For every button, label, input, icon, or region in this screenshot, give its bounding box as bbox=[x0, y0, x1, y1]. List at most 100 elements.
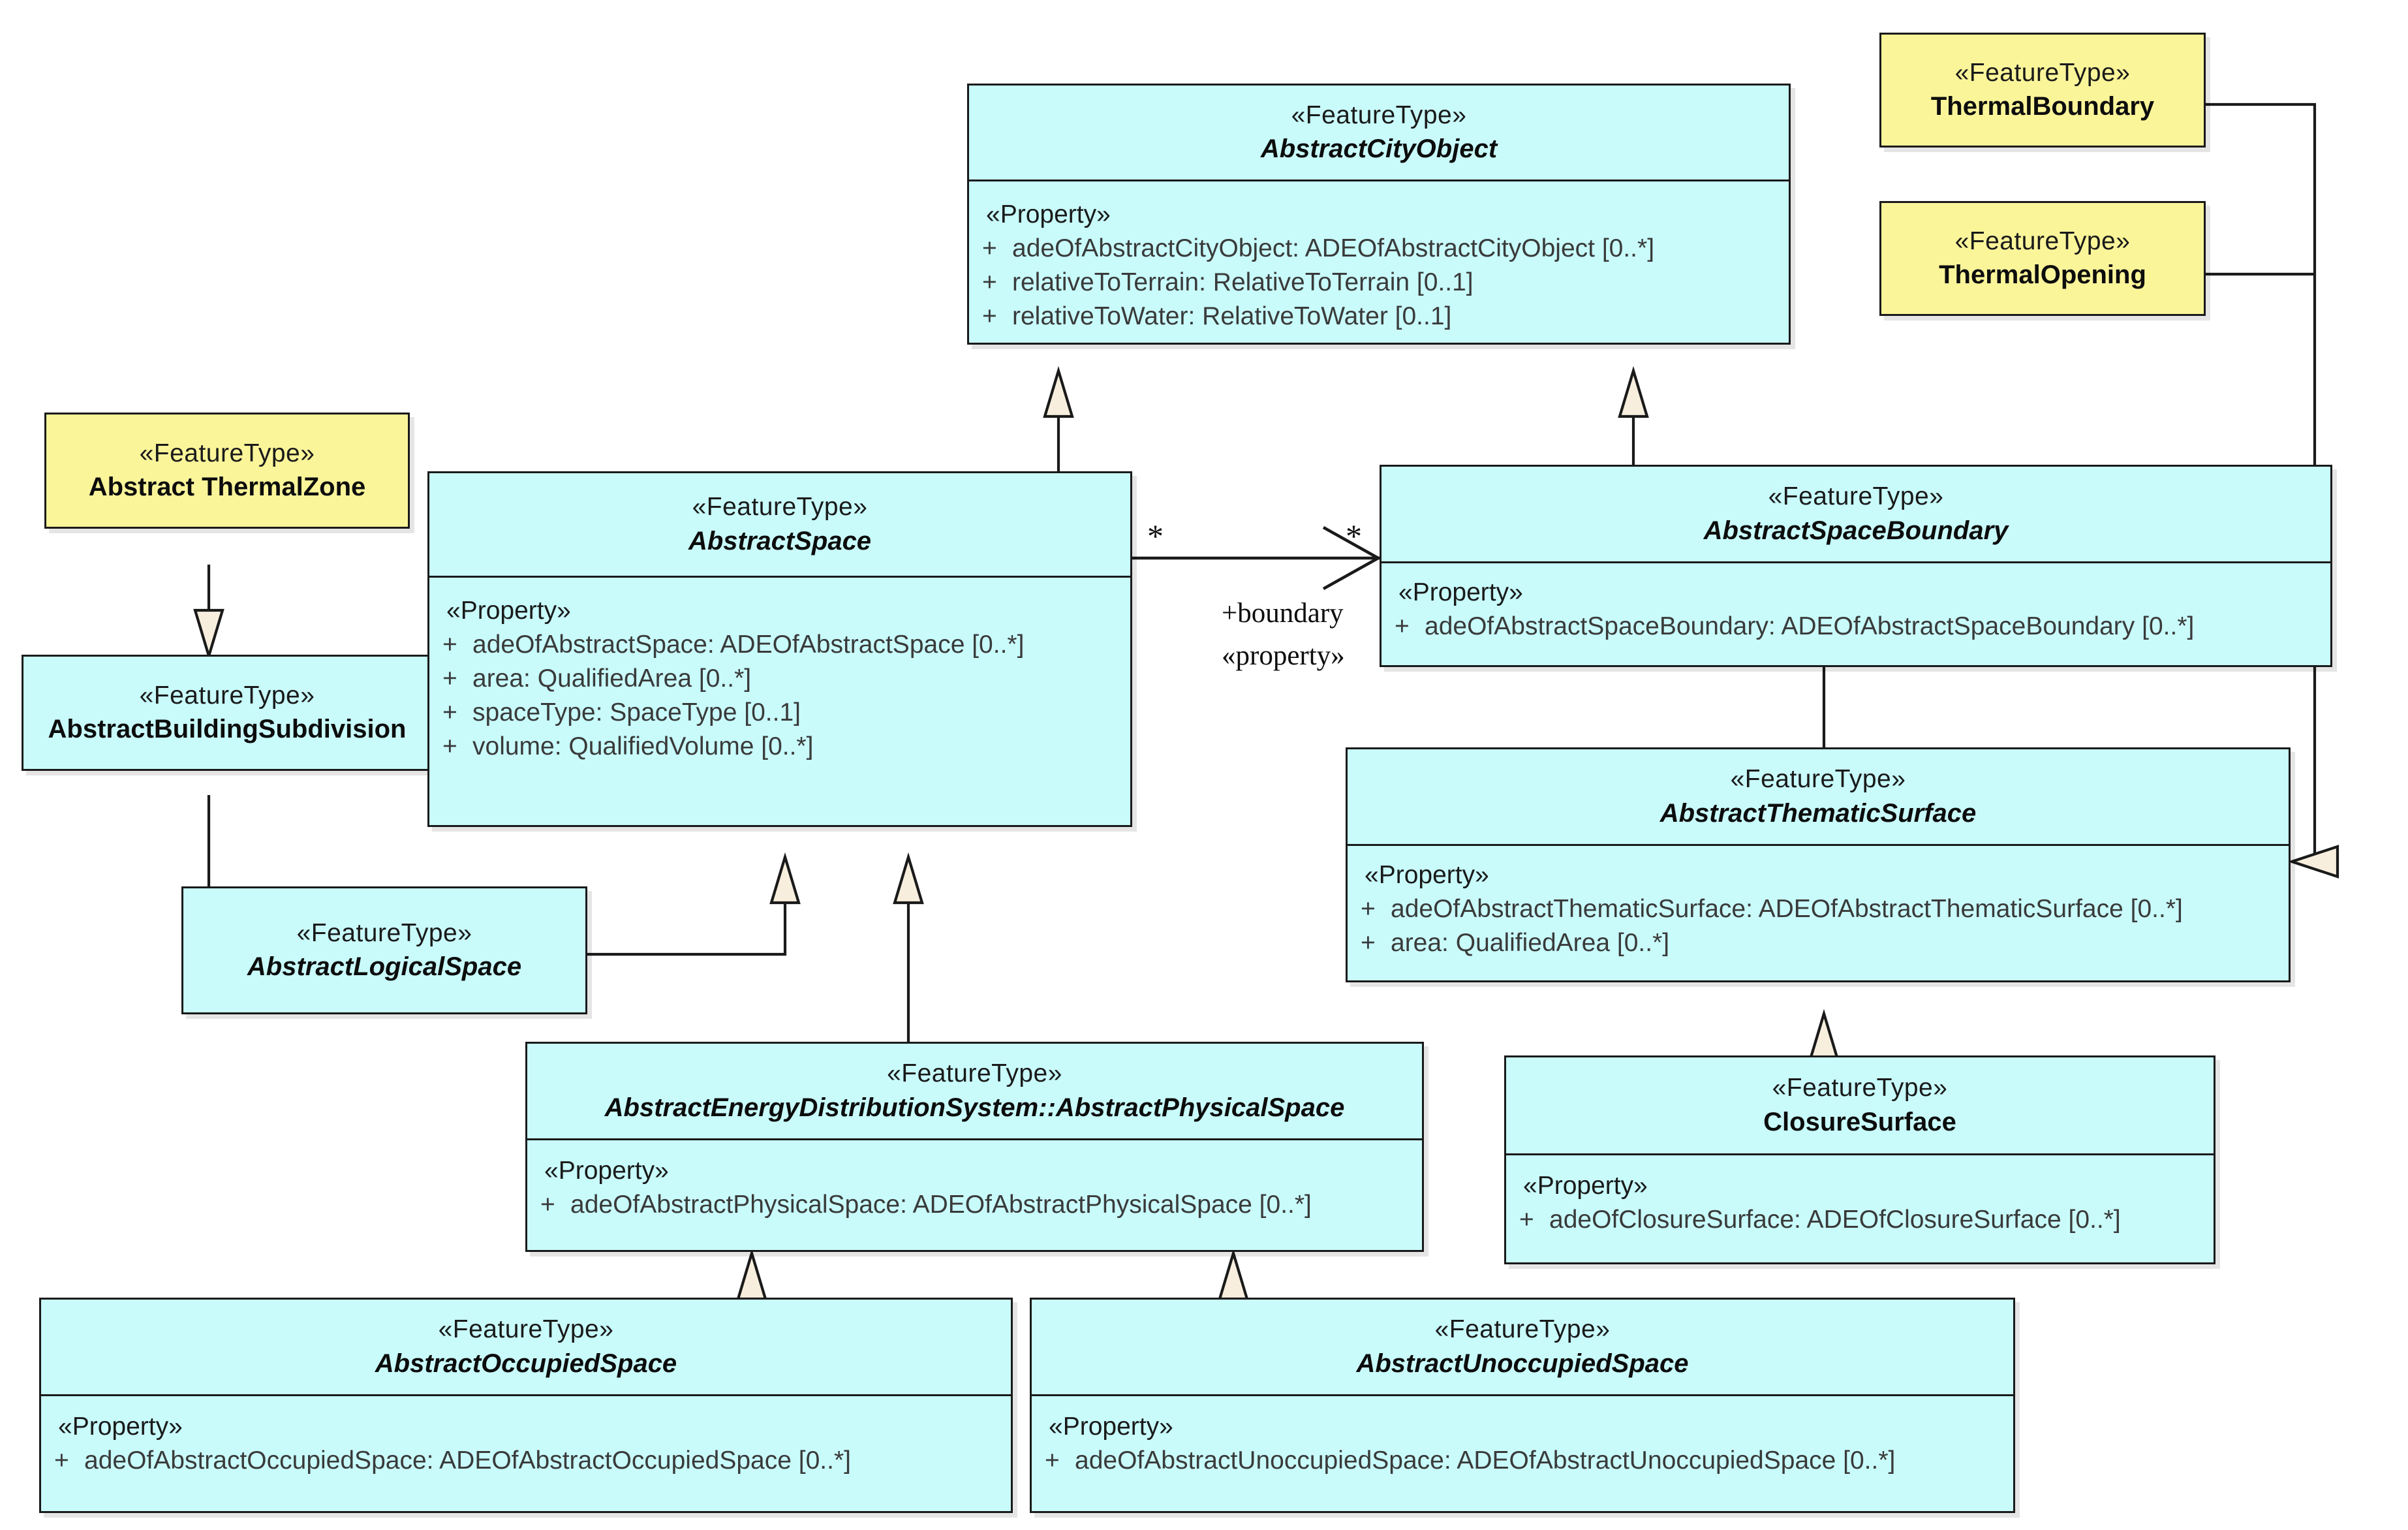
class-header: «FeatureType» AbstractThematicSurface bbox=[1348, 749, 2289, 846]
attribute-visibility: + bbox=[540, 1190, 555, 1219]
gen-arrowhead-logicalspace-space bbox=[769, 852, 801, 905]
stereotype-label: «FeatureType» bbox=[1772, 1074, 1948, 1102]
property-stereotype-label: «Property» bbox=[1049, 1413, 1173, 1441]
attribute-visibility: + bbox=[1395, 612, 1410, 640]
property-stereotype-label: «Property» bbox=[986, 200, 1111, 228]
attribute-signature: adeOfAbstractPhysicalSpace: ADEOfAbstrac… bbox=[570, 1190, 1312, 1219]
association-source-multiplicity: * bbox=[1147, 518, 1164, 554]
attribute-visibility: + bbox=[982, 234, 997, 262]
stereotype-label: «FeatureType» bbox=[1954, 58, 2131, 87]
attribute-row: + volume: QualifiedVolume [0..*] bbox=[429, 730, 1130, 764]
class-header: «FeatureType» AbstractOccupiedSpace bbox=[41, 1300, 1011, 1396]
class-abstract-physical-space[interactable]: «FeatureType» AbstractEnergyDistribution… bbox=[525, 1042, 1424, 1252]
class-header: «FeatureType» AbstractSpaceBoundary bbox=[1382, 467, 2330, 563]
class-header: «FeatureType» ClosureSurface bbox=[1506, 1057, 2214, 1155]
attribute-signature: relativeToTerrain: RelativeToTerrain [0.… bbox=[1012, 268, 1474, 296]
class-thermal-opening[interactable]: «FeatureType» ThermalOpening bbox=[1879, 201, 2206, 316]
property-stereotype-label: «Property» bbox=[544, 1157, 669, 1185]
class-properties-compartment: «Property» + adeOfAbstractSpaceBoundary:… bbox=[1382, 563, 2330, 665]
attribute-visibility: + bbox=[1361, 928, 1376, 957]
attribute-visibility: + bbox=[1361, 894, 1376, 923]
attribute-signature: adeOfAbstractSpaceBoundary: ADEOfAbstrac… bbox=[1425, 612, 2195, 640]
attribute-visibility: + bbox=[442, 630, 457, 659]
class-name: AbstractEnergyDistributionSystem::Abstra… bbox=[604, 1093, 1345, 1122]
attribute-visibility: + bbox=[54, 1446, 69, 1475]
attribute-signature: adeOfAbstractOccupiedSpace: ADEOfAbstrac… bbox=[84, 1446, 851, 1475]
class-abstract-logical-space[interactable]: «FeatureType» AbstractLogicalSpace bbox=[181, 886, 587, 1014]
attribute-signature: adeOfAbstractThematicSurface: ADEOfAbstr… bbox=[1391, 894, 2183, 923]
class-header: «FeatureType» ThermalOpening bbox=[1881, 203, 2204, 314]
gen-arrowhead-thermal-to-thematicsurface bbox=[2287, 845, 2339, 879]
attribute-row: + relativeToWater: RelativeToWater [0..1… bbox=[969, 300, 1789, 334]
class-properties-compartment: «Property» + adeOfAbstractCityObject: AD… bbox=[969, 181, 1789, 343]
class-properties-compartment: «Property» + adeOfAbstractUnoccupiedSpac… bbox=[1032, 1396, 2013, 1511]
class-name: Abstract ThermalZone bbox=[88, 473, 366, 502]
class-abstract-space[interactable]: «FeatureType» AbstractSpace «Property» +… bbox=[427, 471, 1132, 827]
class-properties-compartment: «Property» + adeOfAbstractThematicSurfac… bbox=[1348, 846, 2289, 980]
class-abstract-unoccupied-space[interactable]: «FeatureType» AbstractUnoccupiedSpace «P… bbox=[1030, 1298, 2015, 1513]
association-role-stereotype: «property» bbox=[1222, 640, 1345, 671]
attribute-signature: relativeToWater: RelativeToWater [0..1] bbox=[1012, 302, 1452, 331]
property-stereotype-label: «Property» bbox=[1365, 861, 1489, 889]
class-name: ClosureSurface bbox=[1763, 1107, 1956, 1136]
attribute-row: + adeOfAbstractOccupiedSpace: ADEOfAbstr… bbox=[41, 1444, 1011, 1478]
stereotype-label: «FeatureType» bbox=[139, 439, 315, 467]
attribute-visibility: + bbox=[982, 302, 997, 331]
class-abstract-thermal-zone[interactable]: «FeatureType» Abstract ThermalZone bbox=[44, 413, 410, 529]
attribute-row: + adeOfAbstractSpaceBoundary: ADEOfAbstr… bbox=[1382, 610, 2330, 644]
association-role-name: +boundary bbox=[1222, 598, 1344, 629]
class-header: «FeatureType» AbstractCityObject bbox=[969, 86, 1789, 181]
stereotype-label: «FeatureType» bbox=[1954, 226, 2131, 255]
gen-arrowhead-spaceboundary bbox=[1618, 366, 1649, 418]
attribute-visibility: + bbox=[442, 698, 457, 727]
attribute-row: + adeOfAbstractCityObject: ADEOfAbstract… bbox=[969, 232, 1789, 266]
gen-arrowhead-physicalspace-space bbox=[893, 852, 924, 905]
class-abstract-city-object[interactable]: «FeatureType» AbstractCityObject «Proper… bbox=[967, 84, 1791, 345]
class-name: AbstractOccupiedSpace bbox=[375, 1349, 677, 1378]
stereotype-label: «FeatureType» bbox=[1434, 1315, 1611, 1344]
stereotype-label: «FeatureType» bbox=[438, 1315, 614, 1344]
class-abstract-occupied-space[interactable]: «FeatureType» AbstractOccupiedSpace «Pro… bbox=[39, 1298, 1013, 1513]
attribute-signature: area: QualifiedArea [0..*] bbox=[1391, 928, 1670, 957]
class-header: «FeatureType» Abstract ThermalZone bbox=[46, 414, 408, 527]
stereotype-label: «FeatureType» bbox=[692, 493, 868, 522]
attribute-signature: adeOfAbstractUnoccupiedSpace: ADEOfAbstr… bbox=[1075, 1446, 1896, 1475]
stereotype-label: «FeatureType» bbox=[1730, 765, 1906, 794]
class-name: AbstractSpace bbox=[688, 526, 872, 555]
class-properties-compartment: «Property» + adeOfClosureSurface: ADEOfC… bbox=[1506, 1155, 2214, 1262]
class-header: «FeatureType» ThermalBoundary bbox=[1881, 35, 2204, 146]
class-name: AbstractLogicalSpace bbox=[247, 952, 522, 982]
property-stereotype-label: «Property» bbox=[1523, 1172, 1648, 1200]
stereotype-label: «FeatureType» bbox=[1768, 482, 1944, 511]
class-name: AbstractBuildingSubdivision bbox=[48, 715, 407, 744]
association-target-multiplicity: * bbox=[1346, 518, 1362, 554]
attribute-signature: volume: QualifiedVolume [0..*] bbox=[472, 732, 814, 761]
class-name: ThermalOpening bbox=[1939, 260, 2146, 290]
attribute-row: + area: QualifiedArea [0..*] bbox=[1348, 926, 2289, 960]
class-closure-surface[interactable]: «FeatureType» ClosureSurface «Property» … bbox=[1504, 1055, 2215, 1264]
gen-logicalspace-to-space bbox=[587, 857, 787, 956]
attribute-visibility: + bbox=[442, 664, 457, 693]
gen-arrowhead-closuresurface bbox=[1808, 1008, 1840, 1061]
attribute-visibility: + bbox=[1045, 1446, 1060, 1475]
stereotype-label: «FeatureType» bbox=[887, 1059, 1062, 1088]
attribute-signature: spaceType: SpaceType [0..1] bbox=[472, 698, 801, 727]
property-stereotype-label: «Property» bbox=[58, 1413, 183, 1441]
class-name: ThermalBoundary bbox=[1930, 92, 2155, 121]
class-thermal-boundary[interactable]: «FeatureType» ThermalBoundary bbox=[1879, 33, 2206, 148]
gen-arrowhead-occupiedspace bbox=[736, 1248, 767, 1301]
attribute-row: + area: QualifiedArea [0..*] bbox=[429, 662, 1130, 696]
gen-arrowhead-space bbox=[1043, 366, 1074, 418]
class-name: AbstractSpaceBoundary bbox=[1703, 516, 2009, 545]
class-abstract-space-boundary[interactable]: «FeatureType» AbstractSpaceBoundary «Pro… bbox=[1380, 465, 2332, 667]
attribute-signature: adeOfClosureSurface: ADEOfClosureSurface… bbox=[1549, 1205, 2121, 1234]
class-abstract-building-subdivision[interactable]: «FeatureType» AbstractBuildingSubdivisio… bbox=[22, 655, 433, 771]
class-abstract-thematic-surface[interactable]: «FeatureType» AbstractThematicSurface «P… bbox=[1346, 747, 2291, 982]
class-properties-compartment: «Property» + adeOfAbstractSpace: ADEOfAb… bbox=[429, 578, 1130, 825]
class-header: «FeatureType» AbstractUnoccupiedSpace bbox=[1032, 1300, 2013, 1396]
attribute-signature: adeOfAbstractSpace: ADEOfAbstractSpace [… bbox=[472, 630, 1025, 659]
attribute-row: + relativeToTerrain: RelativeToTerrain [… bbox=[969, 266, 1789, 300]
stereotype-label: «FeatureType» bbox=[139, 681, 315, 710]
attribute-visibility: + bbox=[442, 732, 457, 761]
